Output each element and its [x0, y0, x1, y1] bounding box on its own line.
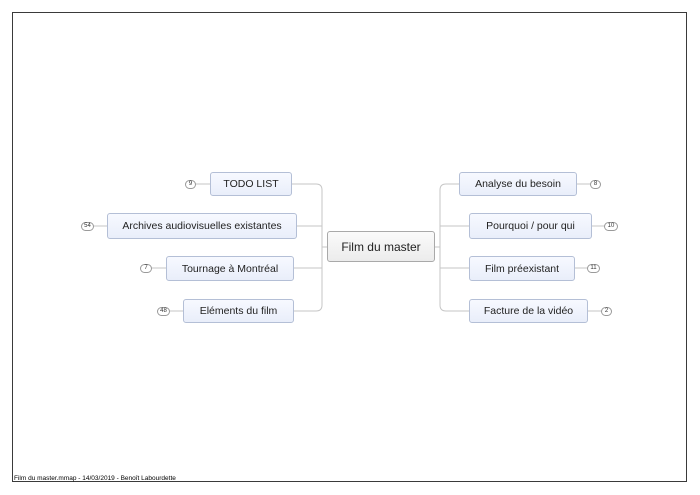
footer-text: Film du master.mmap - 14/03/2019 - Benoî… [14, 475, 176, 482]
count-badge[interactable]: 9 [185, 180, 196, 189]
branch-film-preexistant[interactable]: Film préexistant [469, 256, 575, 281]
branch-elements-du-film[interactable]: Eléments du film [183, 299, 294, 323]
branch-archives-audiovisuelles[interactable]: Archives audiovisuelles existantes [107, 213, 297, 239]
branch-label: Facture de la vidéo [483, 305, 574, 317]
branch-todo-list[interactable]: TODO LIST [210, 172, 292, 196]
branch-tournage-montreal[interactable]: Tournage à Montréal [166, 256, 294, 281]
count-badge[interactable]: 7 [140, 264, 152, 273]
central-topic[interactable]: Film du master [327, 231, 435, 262]
branch-pourquoi-pour-qui[interactable]: Pourquoi / pour qui [469, 213, 592, 239]
branch-label: TODO LIST [223, 178, 279, 190]
branch-label: Eléments du film [199, 305, 278, 317]
branch-analyse-du-besoin[interactable]: Analyse du besoin [459, 172, 577, 196]
count-badge[interactable]: 54 [81, 222, 94, 231]
connector-left-4 [294, 304, 323, 312]
count-badge[interactable]: 2 [601, 307, 612, 316]
count-badge[interactable]: 48 [157, 307, 170, 316]
branch-label: Tournage à Montréal [181, 262, 279, 275]
connector-right-1 [439, 183, 459, 191]
branch-label: Pourquoi / pour qui [486, 220, 575, 232]
branch-facture-de-la-video[interactable]: Facture de la vidéo [469, 299, 588, 323]
branch-label: Film préexistant [484, 262, 560, 275]
branch-label: Analyse du besoin [475, 178, 561, 190]
count-badge[interactable]: 10 [604, 222, 618, 231]
connector-right-4 [439, 304, 469, 312]
branch-label: Archives audiovisuelles existantes [122, 220, 282, 232]
central-topic-label: Film du master [341, 239, 421, 254]
connector-left-1 [292, 183, 323, 191]
count-badge[interactable]: 8 [590, 180, 601, 189]
count-badge[interactable]: 11 [587, 264, 600, 273]
page-frame [12, 12, 687, 482]
